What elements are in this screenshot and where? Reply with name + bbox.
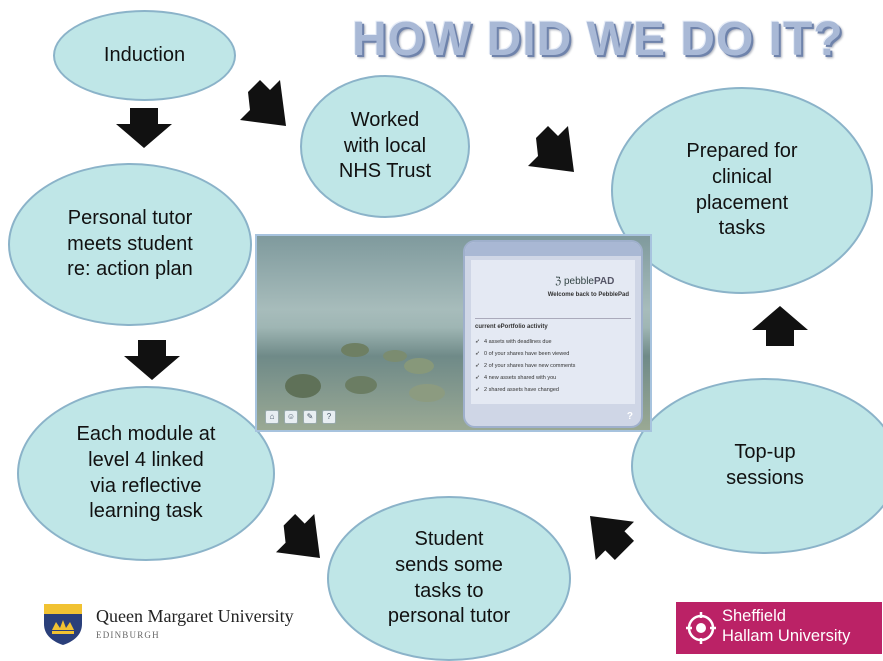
stones-image bbox=[285, 343, 445, 402]
arrow-down-2-icon bbox=[124, 340, 180, 380]
home-icon[interactable]: ⌂ bbox=[265, 410, 279, 424]
bubble-top-up-text: Top-up sessions bbox=[726, 441, 804, 489]
list-item[interactable]: 0 of your shares have been viewed bbox=[475, 348, 575, 360]
pebblepad-panel: ℨ pebblePAD Welcome back to PebblePad cu… bbox=[463, 240, 643, 428]
arrow-diag-1-icon bbox=[240, 80, 286, 126]
bubble-top-up: Top-up sessions bbox=[631, 378, 883, 554]
arrow-diag-3-icon bbox=[276, 514, 320, 558]
list-item[interactable]: 2 of your shares have new comments bbox=[475, 360, 575, 372]
bubble-nhs-trust: Worked with local NHS Trust bbox=[300, 75, 470, 218]
help-icon[interactable]: ? bbox=[322, 410, 336, 424]
arrow-diag-up-icon bbox=[590, 516, 634, 560]
bubble-induction-text: Induction bbox=[103, 43, 186, 66]
qmu-logo: Queen Margaret University EDINBURGH bbox=[40, 600, 330, 646]
bubble-personal-tutor: Personal tutor meets student re: action … bbox=[8, 163, 252, 326]
list-item[interactable]: 4 assets with deadlines due bbox=[475, 336, 575, 348]
page-title: HOW DID WE DO IT? bbox=[352, 13, 844, 66]
logo-prefix: pebble bbox=[563, 276, 594, 287]
bubble-prepared: Prepared for clinical placement tasks bbox=[611, 87, 873, 294]
edit-icon[interactable]: ✎ bbox=[303, 410, 317, 424]
bubble-prepared-text: Prepared for clinical placement tasks bbox=[686, 140, 798, 240]
pebblepad-toolbar: ⌂ ☺ ✎ ? bbox=[265, 410, 336, 424]
bubble-induction: Induction bbox=[53, 10, 236, 101]
bubble-nhs-trust-text: Worked with local NHS Trust bbox=[338, 109, 432, 183]
divider bbox=[475, 318, 631, 319]
logo-suffix: PAD bbox=[593, 276, 615, 287]
activity-heading: current ePortfolio activity bbox=[475, 324, 548, 330]
user-icon[interactable]: ☺ bbox=[284, 410, 298, 424]
panel-titlebar bbox=[465, 242, 641, 256]
welcome-text: Welcome back to PebblePad bbox=[547, 292, 629, 298]
pebblepad-screenshot: ⌂ ☺ ✎ ? ℨ pebblePAD Welcome back to Pebb… bbox=[255, 234, 652, 432]
arrow-up-icon bbox=[752, 306, 808, 346]
pebblepad-logo: ℨ pebblePAD bbox=[555, 276, 615, 287]
bubble-personal-tutor-text: Personal tutor meets student re: action … bbox=[67, 207, 193, 281]
bubble-student-sends: Student sends some tasks to personal tut… bbox=[327, 496, 571, 661]
qmu-name: Queen Margaret University bbox=[96, 606, 294, 626]
bubble-each-module: Each module at level 4 linked via reflec… bbox=[17, 386, 275, 561]
arrow-diag-2-icon bbox=[528, 126, 574, 172]
shu-emblem-icon bbox=[686, 612, 716, 644]
panel-content: ℨ pebblePAD Welcome back to PebblePad cu… bbox=[471, 260, 635, 404]
list-item[interactable]: 4 new assets shared with you bbox=[475, 372, 575, 384]
shu-name: Sheffield Hallam University bbox=[722, 607, 851, 645]
crest-icon bbox=[44, 604, 82, 645]
list-item[interactable]: 2 shared assets have changed bbox=[475, 384, 575, 396]
bubble-student-sends-text: Student sends some tasks to personal tut… bbox=[387, 528, 511, 628]
shu-logo: Sheffield Hallam University bbox=[676, 602, 882, 654]
bubble-each-module-text: Each module at level 4 linked via reflec… bbox=[76, 423, 216, 523]
arrow-down-1-icon bbox=[116, 108, 172, 148]
help-button[interactable]: ? bbox=[626, 411, 633, 422]
activity-list: 4 assets with deadlines due 0 of your sh… bbox=[475, 336, 575, 396]
qmu-city: EDINBURGH bbox=[96, 630, 160, 640]
